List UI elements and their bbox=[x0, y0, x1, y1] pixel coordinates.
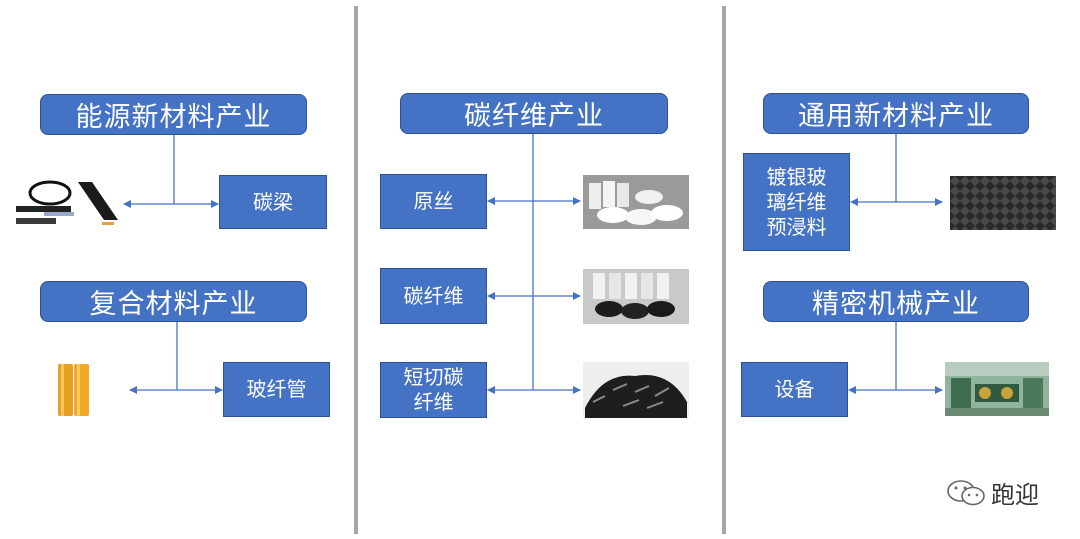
header-general-materials: 通用新材料产业 bbox=[763, 93, 1029, 134]
node-equipment: 设备 bbox=[741, 362, 848, 417]
precursor-spools-image bbox=[583, 175, 689, 229]
wechat-watermark: 跑迎 bbox=[945, 475, 1039, 510]
node-chopped-carbon-fiber: 短切碳 纤维 bbox=[380, 362, 487, 418]
fiberglass-tube-image bbox=[54, 362, 96, 418]
header-energy-materials: 能源新材料产业 bbox=[40, 94, 307, 135]
wechat-icon bbox=[945, 478, 987, 508]
carbon-fiber-spools-image bbox=[583, 269, 689, 324]
column-divider-right bbox=[722, 6, 726, 534]
node-precursor: 原丝 bbox=[380, 174, 487, 229]
prepreg-fabric-image bbox=[950, 176, 1056, 230]
node-carbon-beam-label: 碳梁 bbox=[253, 189, 293, 214]
header-energy-materials-label: 能源新材料产业 bbox=[75, 102, 272, 133]
node-silver-glass-fiber-prepreg: 镀银玻 璃纤维 预浸料 bbox=[743, 153, 850, 251]
header-carbon-fiber-label: 碳纤维产业 bbox=[464, 101, 604, 132]
carbon-beam-image bbox=[14, 176, 122, 232]
header-general-materials-label: 通用新材料产业 bbox=[798, 101, 994, 132]
header-carbon-fiber: 碳纤维产业 bbox=[400, 93, 668, 134]
column-divider-left bbox=[354, 6, 358, 534]
node-fiberglass-tube: 玻纤管 bbox=[223, 362, 330, 417]
node-carbon-beam: 碳梁 bbox=[219, 175, 327, 229]
chopped-carbon-fiber-image bbox=[583, 362, 689, 418]
factory-equipment-image bbox=[945, 362, 1049, 416]
watermark-text: 跑迎 bbox=[991, 481, 1039, 509]
node-equipment-label: 设备 bbox=[774, 377, 815, 401]
node-carbon-fiber-label: 碳纤维 bbox=[403, 283, 464, 308]
header-precision-machinery: 精密机械产业 bbox=[763, 281, 1029, 322]
node-chopped-carbon-fiber-label-line1: 短切碳 bbox=[403, 365, 464, 389]
node-precursor-label: 原丝 bbox=[413, 189, 454, 213]
header-composite-materials: 复合材料产业 bbox=[40, 281, 307, 322]
node-chopped-carbon-fiber-label-line2: 纤维 bbox=[413, 390, 454, 414]
node-prepreg-label-line1: 镀银玻 bbox=[766, 164, 827, 189]
header-precision-machinery-label: 精密机械产业 bbox=[812, 289, 980, 320]
node-prepreg-label-line2: 璃纤维 bbox=[766, 189, 827, 214]
node-prepreg-label-line3: 预浸料 bbox=[766, 214, 827, 239]
node-fiberglass-tube-label: 玻纤管 bbox=[246, 377, 307, 401]
node-carbon-fiber: 碳纤维 bbox=[380, 268, 487, 324]
header-composite-materials-label: 复合材料产业 bbox=[89, 289, 258, 320]
